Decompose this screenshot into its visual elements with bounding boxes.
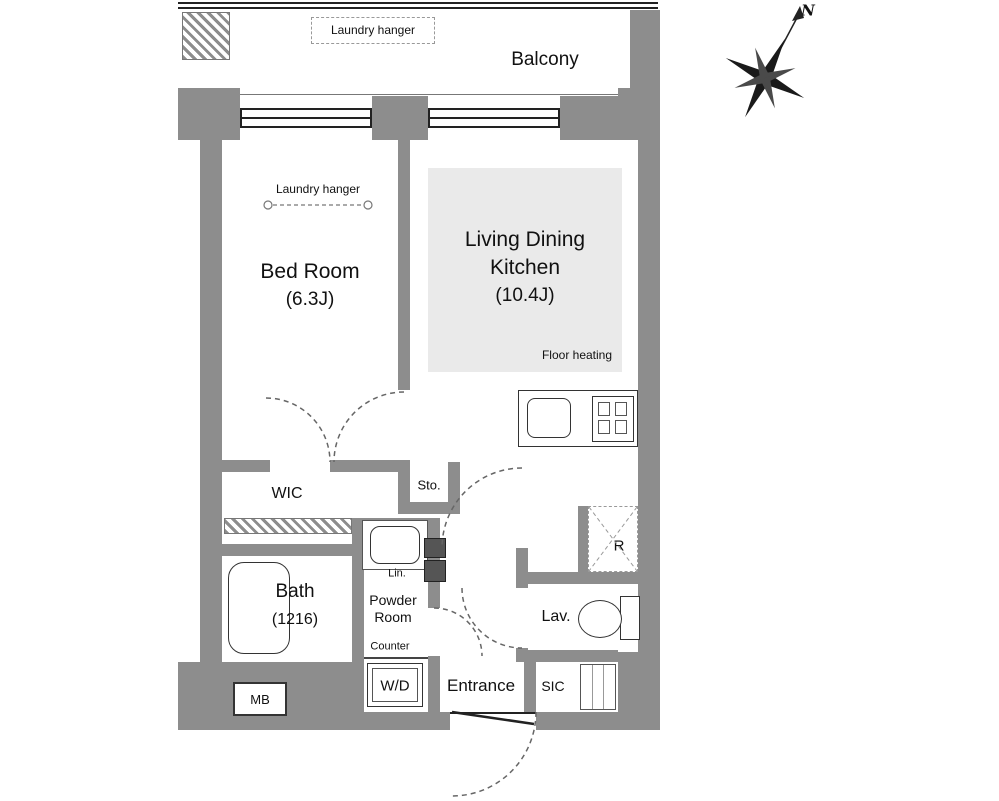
balcony-right-wall bbox=[630, 10, 660, 96]
lin-label: Lin. bbox=[388, 567, 406, 580]
bedroom-balcony-window bbox=[240, 108, 372, 128]
stove-burner-4 bbox=[615, 420, 627, 434]
lav-bottom-wall bbox=[528, 650, 618, 662]
bedroom-label: Bed Room bbox=[260, 259, 360, 283]
pillar-bottom-right bbox=[618, 652, 660, 730]
lav-label: Lav. bbox=[541, 607, 571, 625]
bottom-wall-right bbox=[536, 712, 618, 730]
ldk-window-cap-right bbox=[558, 108, 560, 128]
toilet-bowl bbox=[578, 600, 622, 638]
right-wall bbox=[638, 140, 660, 652]
powder-wd-divider-line bbox=[364, 657, 428, 659]
top-wall-right bbox=[560, 96, 618, 140]
bath-size-label: (1216) bbox=[271, 610, 319, 628]
wic-door-swing-arc bbox=[265, 397, 331, 463]
compass-north-label: N bbox=[801, 1, 815, 20]
balcony-partition-panel bbox=[182, 12, 230, 60]
compass-point-n bbox=[759, 38, 785, 81]
kitchen-sink bbox=[527, 398, 571, 438]
bedroom-door-swing-arc bbox=[333, 391, 405, 463]
bedroom-size-label: (6.3J) bbox=[285, 289, 335, 311]
laundry-hanger-hook-left bbox=[263, 200, 273, 210]
powder-door-swing-arc bbox=[433, 607, 483, 657]
floor-heating-label: Floor heating bbox=[541, 348, 613, 363]
counter-label: Counter bbox=[370, 640, 410, 653]
wic-label: WIC bbox=[271, 484, 303, 502]
bedroom-window-cap-left bbox=[240, 108, 242, 128]
balcony-top-edge-line bbox=[178, 2, 658, 4]
ldk-label-line2: Kitchen bbox=[489, 255, 561, 279]
bath-label: Bath bbox=[275, 581, 315, 603]
ldk-balcony-window bbox=[428, 108, 560, 128]
fridge-nook-left-wall bbox=[578, 506, 588, 572]
floor-heating-area bbox=[428, 168, 622, 372]
compass-point-s bbox=[745, 75, 771, 118]
powder-label-line1: Powder bbox=[369, 591, 417, 608]
entrance-door-sill bbox=[450, 712, 536, 714]
bedroom-window-cap-right bbox=[370, 108, 372, 128]
linen-shelf-lower bbox=[424, 560, 446, 582]
stove-burner-2 bbox=[615, 402, 627, 416]
wic-closet-hatch bbox=[224, 518, 352, 534]
sic-shoe-shelf bbox=[580, 664, 616, 710]
washer-dryer-pan bbox=[367, 663, 423, 707]
compass-point-e bbox=[762, 72, 805, 98]
bath-top-wall bbox=[222, 544, 352, 556]
lav-door-swing-arc bbox=[461, 587, 523, 649]
bedroom-bottom-wall-a bbox=[222, 460, 270, 472]
sic-shelf-line-1 bbox=[592, 665, 593, 709]
sic-shelf-line-2 bbox=[603, 665, 604, 709]
stove-burner-1 bbox=[598, 402, 610, 416]
entrance-sic-divider-wall bbox=[524, 662, 536, 712]
compass-point-sw bbox=[734, 73, 767, 88]
linen-shelf-upper bbox=[424, 538, 446, 558]
powder-left-wall bbox=[352, 530, 364, 662]
entrance-left-wall bbox=[428, 656, 440, 712]
sic-label: SIC bbox=[541, 677, 565, 694]
compass-point-w bbox=[725, 58, 768, 84]
balcony-laundry-hanger-box: Laundry hanger bbox=[311, 17, 435, 44]
balcony-inner-edge-line bbox=[222, 94, 630, 95]
lav-top-wall bbox=[528, 572, 638, 584]
compass-point-se bbox=[760, 76, 775, 109]
pillar-top-left bbox=[178, 88, 240, 140]
left-wall bbox=[200, 140, 222, 662]
ldk-window-cap-left bbox=[428, 108, 430, 128]
wd-label: W/D bbox=[380, 677, 410, 695]
kitchen-stove bbox=[592, 396, 634, 442]
compass-rose bbox=[725, 6, 805, 118]
bottom-wall-left bbox=[364, 712, 450, 730]
balcony-label: Balcony bbox=[511, 49, 579, 71]
bathtub bbox=[228, 562, 290, 654]
ldk-size-label: (10.4J) bbox=[495, 285, 555, 307]
compass-point-ne bbox=[763, 68, 796, 83]
hall-lav-wall-lower bbox=[516, 648, 528, 662]
pillar-top-right bbox=[618, 88, 660, 140]
entrance-label: Entrance bbox=[446, 676, 516, 696]
toilet-tank bbox=[620, 596, 640, 640]
washbasin bbox=[370, 526, 420, 564]
sto-label: Sto. bbox=[417, 477, 441, 493]
entrance-door-swing-arc bbox=[451, 711, 537, 797]
hall-lav-wall-upper bbox=[516, 548, 528, 588]
meter-box-label: MB bbox=[250, 691, 270, 707]
ldk-label-line1: Living Dining bbox=[464, 227, 586, 251]
sto-bottom-wall bbox=[398, 502, 460, 514]
compass-needle bbox=[764, 13, 800, 79]
refrigerator-label: R bbox=[613, 537, 625, 555]
stove-burner-3 bbox=[598, 420, 610, 434]
bedroom-ldk-divider-wall bbox=[398, 140, 410, 390]
top-wall-middle bbox=[372, 96, 428, 140]
bedroom-laundry-hanger-label: Laundry hanger bbox=[275, 182, 361, 197]
compass-point-nw bbox=[755, 47, 770, 80]
bedroom-bottom-wall-b bbox=[330, 460, 410, 472]
laundry-hanger-hook-right bbox=[363, 200, 373, 210]
washer-dryer-inner bbox=[372, 668, 418, 702]
powder-label-line2: Room bbox=[374, 608, 412, 625]
balcony-top-edge-line-2 bbox=[178, 7, 658, 9]
balcony-laundry-hanger-label: Laundry hanger bbox=[330, 22, 416, 37]
meter-box: MB bbox=[233, 682, 287, 716]
